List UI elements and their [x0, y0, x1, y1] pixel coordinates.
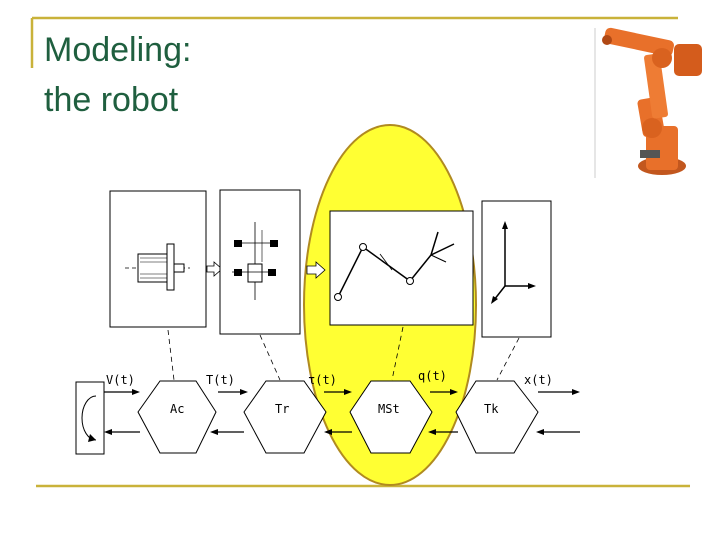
panel-connectors — [167, 326, 520, 381]
decorative-rules — [30, 16, 690, 488]
block-mst-label: MSt — [378, 402, 400, 416]
signal-tau-label: τ(t) — [308, 373, 337, 387]
task-frame-panel — [481, 200, 552, 338]
transmission-panel — [219, 189, 301, 335]
slide-title-line-2: the robot — [44, 81, 179, 119]
signal-t-label: T(t) — [206, 373, 235, 387]
signal-x-label: x(t) — [524, 373, 553, 387]
manipulator-panel — [329, 210, 474, 326]
signal-v-label: V(t) — [106, 373, 135, 387]
block-tr — [243, 380, 327, 454]
motor-panel — [109, 190, 207, 328]
panel-arrow-1 — [206, 261, 223, 277]
slide-title-line-1: Modeling: — [44, 31, 192, 69]
block-tr-label: Tr — [275, 402, 289, 416]
block-ac-label: Ac — [170, 402, 184, 416]
block-ac — [137, 380, 217, 454]
signal-q-label: q(t) — [418, 369, 447, 383]
block-tk-label: Tk — [484, 402, 499, 416]
block-mst — [349, 380, 433, 454]
panel-arrow-2 — [306, 261, 326, 279]
feedback-bracket — [75, 381, 105, 455]
block-tk — [455, 380, 539, 454]
industrial-robot-arm-icon — [594, 27, 704, 178]
